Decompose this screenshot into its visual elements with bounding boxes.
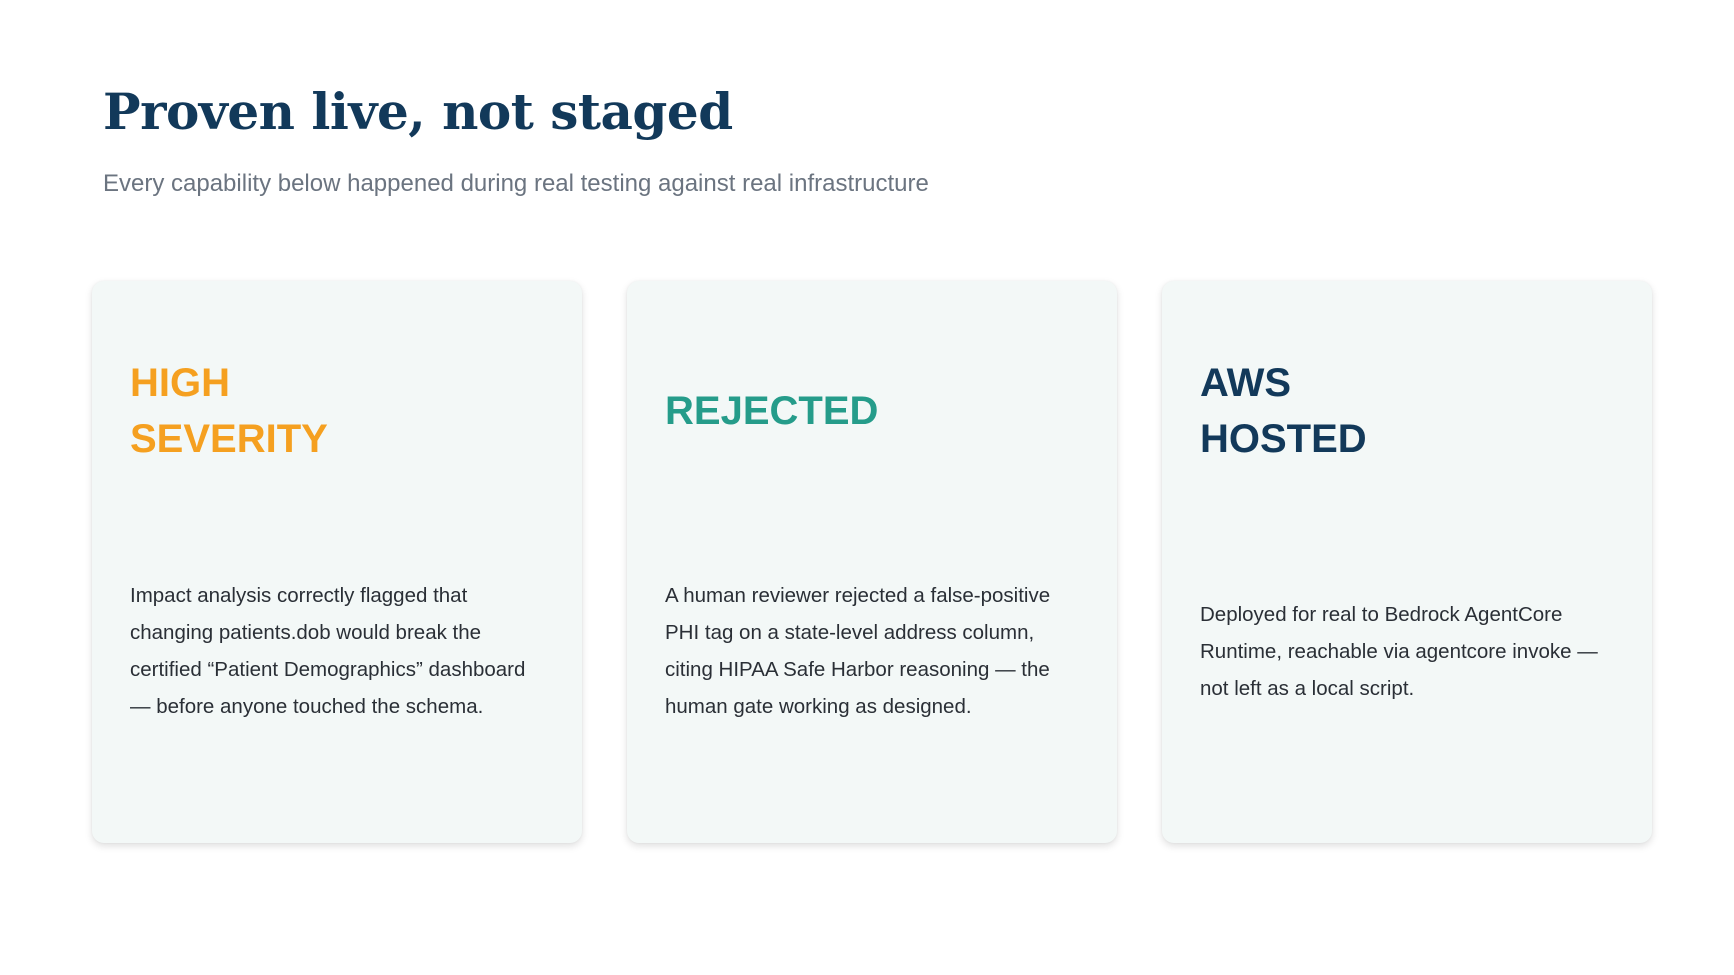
card-high-severity: HIGH SEVERITY Impact analysis correctly …: [92, 281, 582, 843]
card-heading: REJECTED: [665, 389, 879, 433]
card-heading: AWS HOSTED: [1200, 361, 1367, 461]
card-aws-hosted: AWS HOSTED Deployed for real to Bedrock …: [1162, 281, 1652, 843]
card-heading: HIGH SEVERITY: [130, 361, 328, 461]
slide-subtitle: Every capability below happened during r…: [103, 170, 929, 197]
card-heading-area: AWS HOSTED: [1200, 351, 1620, 471]
card-body: Impact analysis correctly flagged that c…: [130, 584, 526, 718]
card-heading-area: HIGH SEVERITY: [130, 351, 550, 471]
card-body: Deployed for real to Bedrock AgentCore R…: [1200, 602, 1598, 700]
capability-cards: HIGH SEVERITY Impact analysis correctly …: [92, 281, 1652, 843]
card-body-area: Impact analysis correctly flagged that c…: [130, 556, 550, 746]
card-body-area: A human reviewer rejected a false-positi…: [665, 556, 1085, 746]
card-body: A human reviewer rejected a false-positi…: [665, 584, 1051, 718]
card-rejected: REJECTED A human reviewer rejected a fal…: [627, 281, 1117, 843]
card-body-area: Deployed for real to Bedrock AgentCore R…: [1200, 556, 1620, 746]
card-heading-area: REJECTED: [665, 351, 1085, 471]
slide-title: Proven live, not staged: [103, 82, 733, 141]
